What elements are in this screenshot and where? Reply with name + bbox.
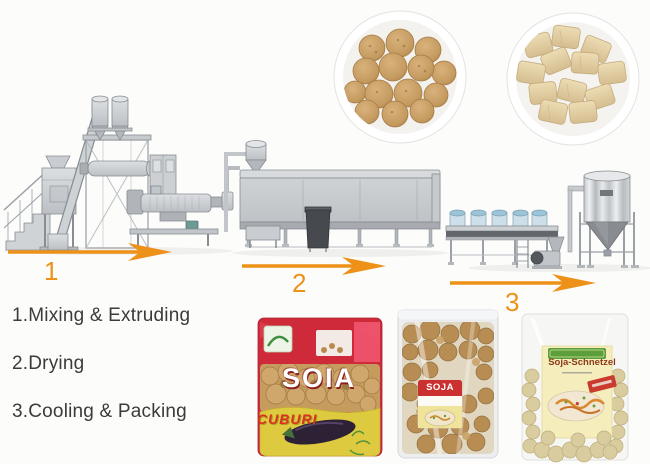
package-soja-clear — [397, 309, 499, 459]
step-label-mixing-extruding: 1.Mixing & Extruding — [12, 305, 191, 326]
bag3-brand-text: Soja-Schnetzel — [548, 357, 616, 368]
arrow-3-number: 3 — [505, 287, 520, 317]
round-chunks-photo — [333, 10, 467, 144]
mixing-extruding-machine — [3, 95, 240, 255]
arrow-1 — [8, 243, 172, 261]
soja-label — [417, 379, 463, 429]
package-soia-cuburi — [257, 317, 383, 457]
cooling-fans — [449, 209, 548, 227]
cyclone-hopper — [577, 170, 639, 268]
cooling-packing-machine — [445, 170, 650, 272]
package-soja-schnetzel — [521, 313, 629, 463]
step-label-drying: 2.Drying — [12, 353, 85, 374]
drying-oven — [224, 140, 448, 257]
arrow-2 — [242, 257, 386, 275]
arrow-3 — [450, 274, 596, 292]
bag1-subtitle-text: CUBURI — [257, 411, 318, 427]
arrow-1-number: 1 — [44, 256, 59, 286]
bag1-brand-text: SOIA — [281, 363, 356, 393]
square-chips-photo — [506, 12, 640, 146]
bag2-brand-text: SOJA — [426, 382, 454, 393]
arrow-2-number: 2 — [292, 268, 307, 298]
step-label-cooling-packing: 3.Cooling & Packing — [12, 401, 187, 422]
